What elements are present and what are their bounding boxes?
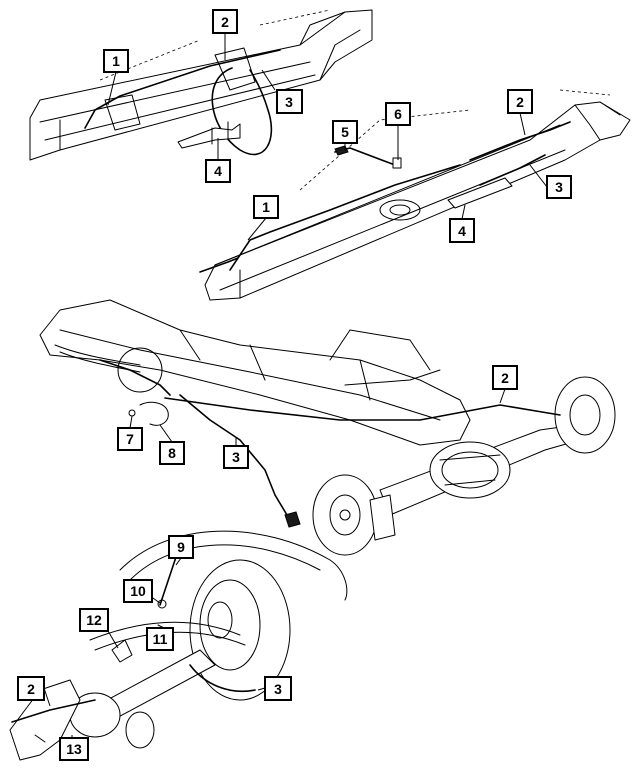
- svg-text:10: 10: [130, 583, 146, 599]
- callout-axle-8: 8: [159, 441, 185, 465]
- frame-rail-view-middle: [199, 89, 631, 301]
- svg-text:4: 4: [214, 163, 222, 179]
- svg-text:1: 1: [112, 53, 120, 69]
- callout-axle-2: 2: [492, 365, 518, 390]
- svg-text:13: 13: [66, 741, 82, 757]
- svg-text:4: 4: [458, 223, 466, 239]
- rear-suspension-view: [9, 530, 348, 761]
- callout-bottom-13: 13: [59, 737, 89, 761]
- callout-top-2: 2: [212, 9, 238, 34]
- svg-text:7: 7: [126, 431, 134, 447]
- svg-text:9: 9: [177, 539, 185, 555]
- callout-top-3: 3: [276, 89, 303, 114]
- leader-lines: [43, 33, 548, 740]
- svg-text:11: 11: [153, 631, 168, 647]
- svg-text:2: 2: [501, 370, 509, 386]
- svg-text:3: 3: [232, 449, 240, 465]
- callout-top-1: 1: [103, 49, 129, 73]
- frame-rail-view-top: [29, 9, 373, 161]
- chassis-axle-view: [39, 299, 616, 556]
- svg-text:12: 12: [86, 612, 102, 628]
- callout-bottom-11: 11: [146, 627, 174, 651]
- callout-mid-2: 2: [507, 89, 533, 114]
- svg-text:3: 3: [285, 94, 293, 110]
- callout-axle-7: 7: [117, 427, 143, 451]
- callout-mid-5: 5: [332, 120, 358, 144]
- svg-text:3: 3: [274, 681, 282, 697]
- callout-bottom-3: 3: [264, 676, 292, 701]
- svg-text:2: 2: [221, 14, 229, 30]
- svg-text:6: 6: [394, 106, 402, 122]
- callout-bottom-12: 12: [79, 608, 109, 632]
- svg-text:8: 8: [168, 445, 176, 461]
- callout-top-4: 4: [205, 159, 231, 183]
- callout-bottom-9: 9: [168, 535, 194, 559]
- svg-text:5: 5: [341, 124, 349, 140]
- callout-axle-3: 3: [223, 445, 249, 469]
- svg-text:3: 3: [555, 179, 563, 195]
- svg-text:1: 1: [262, 199, 270, 215]
- callout-mid-3: 3: [546, 175, 572, 199]
- callout-mid-4: 4: [449, 218, 475, 243]
- callout-mid-6: 6: [385, 102, 411, 126]
- callout-mid-1: 1: [253, 195, 279, 219]
- svg-text:2: 2: [516, 94, 524, 110]
- svg-text:2: 2: [27, 681, 35, 697]
- callout-bottom-10: 10: [123, 579, 153, 603]
- callout-bottom-2: 2: [17, 676, 45, 701]
